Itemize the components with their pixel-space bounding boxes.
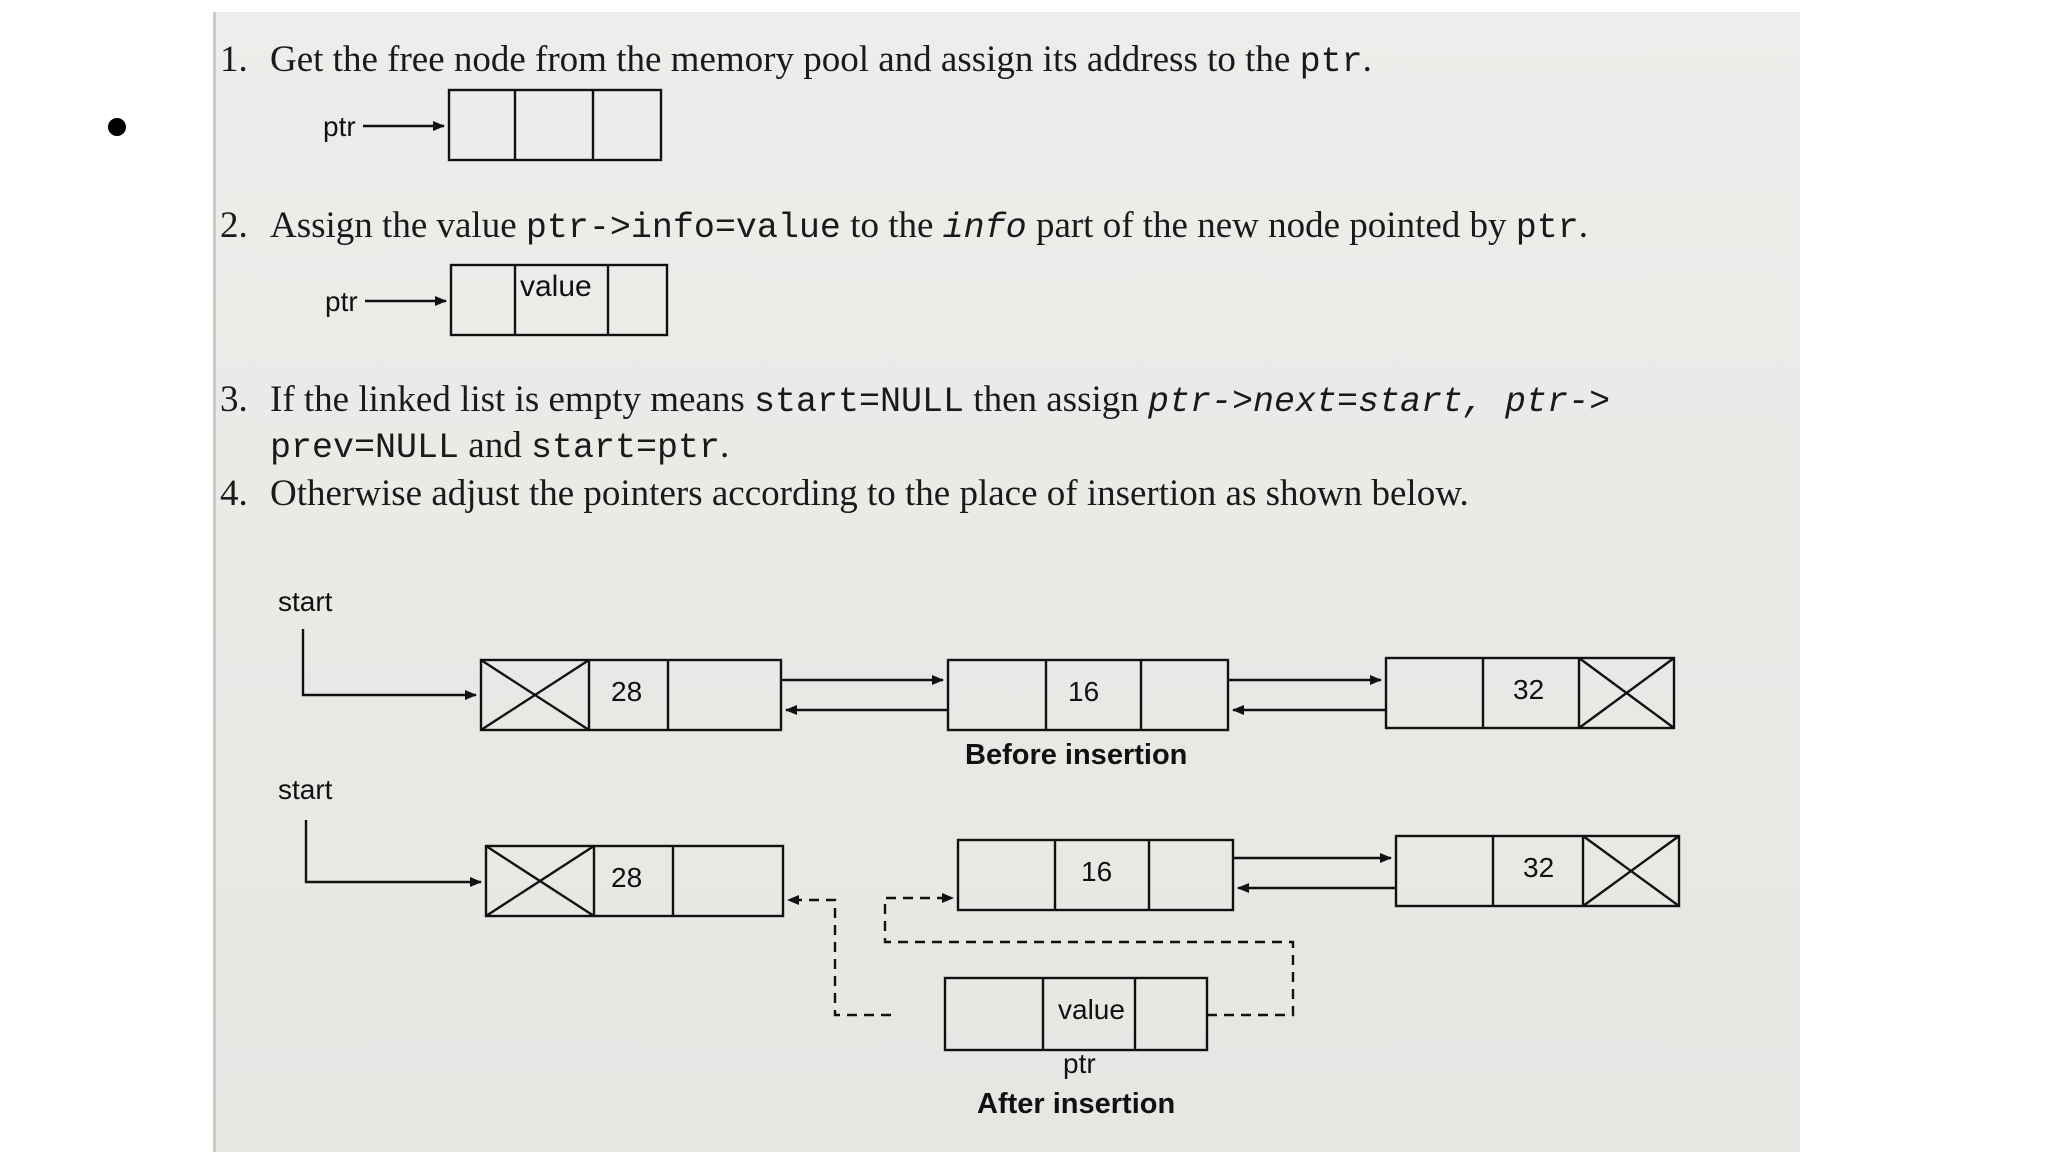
node-value-16: 16 bbox=[1081, 856, 1113, 887]
start-label: start bbox=[278, 586, 333, 617]
step-number: 3. bbox=[220, 379, 248, 420]
step-end: . bbox=[720, 425, 730, 466]
node-16-before bbox=[946, 658, 1230, 732]
step-text: part of the new node pointed by bbox=[1026, 205, 1516, 246]
textbook-page-scan: 1. Get the free node from the memory pool… bbox=[213, 12, 1800, 1152]
step-4: 4. Otherwise adjust the pointers accordin… bbox=[220, 472, 1469, 516]
step-1: 1. Get the free node from the memory pool… bbox=[220, 38, 1372, 84]
start-pointer-arrow bbox=[304, 820, 482, 887]
step-text: and bbox=[459, 425, 531, 466]
after-insertion-caption: After insertion bbox=[977, 1088, 1176, 1120]
value-node-box bbox=[449, 263, 669, 337]
step-text: to the bbox=[840, 205, 943, 246]
step-text: If the linked list is empty means bbox=[270, 379, 754, 420]
step-text: Get the free node from the memory pool a… bbox=[270, 39, 1300, 80]
step-number: 1. bbox=[220, 39, 248, 80]
code-info: info bbox=[942, 208, 1027, 248]
node-value-16: 16 bbox=[1068, 676, 1100, 707]
code-ptr: ptr bbox=[1515, 208, 1579, 248]
code-start-null: start=NULL bbox=[754, 382, 965, 422]
slide-bullet bbox=[108, 118, 126, 136]
code-start-ptr: start=ptr bbox=[530, 428, 720, 468]
step-text: Otherwise adjust the pointers according … bbox=[270, 473, 1469, 514]
node-28-after bbox=[484, 844, 785, 918]
value-label: value bbox=[1058, 994, 1125, 1025]
node-value-28: 28 bbox=[611, 862, 643, 893]
ptr-label: ptr bbox=[323, 111, 356, 142]
step-2: 2. Assign the value ptr->info=value to th… bbox=[220, 204, 1588, 250]
node-value-32: 32 bbox=[1523, 852, 1555, 883]
ptr-label: ptr bbox=[325, 286, 358, 317]
node-value-32: 32 bbox=[1513, 674, 1545, 705]
step-text: then assign bbox=[964, 379, 1148, 420]
code-prev-null: prev=NULL bbox=[270, 428, 460, 468]
step-3-continued: prev=NULL and start=ptr. bbox=[270, 424, 729, 470]
code-ptr: ptr bbox=[1299, 42, 1363, 82]
step-end: . bbox=[1362, 39, 1372, 80]
step-text: Assign the value bbox=[270, 205, 526, 246]
step-end: . bbox=[1578, 205, 1589, 246]
start-label: start bbox=[278, 774, 333, 805]
node-32-before bbox=[1384, 656, 1676, 730]
step-number: 2. bbox=[220, 205, 248, 246]
before-insertion-caption: Before insertion bbox=[965, 739, 1188, 771]
step-number: 4. bbox=[220, 473, 248, 514]
code-ptr-next: ptr->next=start, ptr-> bbox=[1148, 382, 1611, 422]
node-value-28: 28 bbox=[611, 676, 643, 707]
page-edge bbox=[213, 12, 216, 1152]
ptr-label: ptr bbox=[1063, 1048, 1096, 1079]
linked-list-diagrams bbox=[301, 88, 1681, 1052]
node-16-after bbox=[956, 838, 1235, 912]
start-pointer-arrow bbox=[301, 629, 477, 700]
step-3: 3. If the linked list is empty means star… bbox=[220, 378, 1610, 424]
value-label: value bbox=[520, 270, 592, 303]
code-assignment: ptr->info=value bbox=[525, 208, 841, 248]
dashed-pointers bbox=[787, 893, 1295, 1017]
new-node-box bbox=[447, 88, 663, 162]
node-28-before bbox=[479, 658, 783, 732]
node-32-after bbox=[1394, 834, 1681, 908]
